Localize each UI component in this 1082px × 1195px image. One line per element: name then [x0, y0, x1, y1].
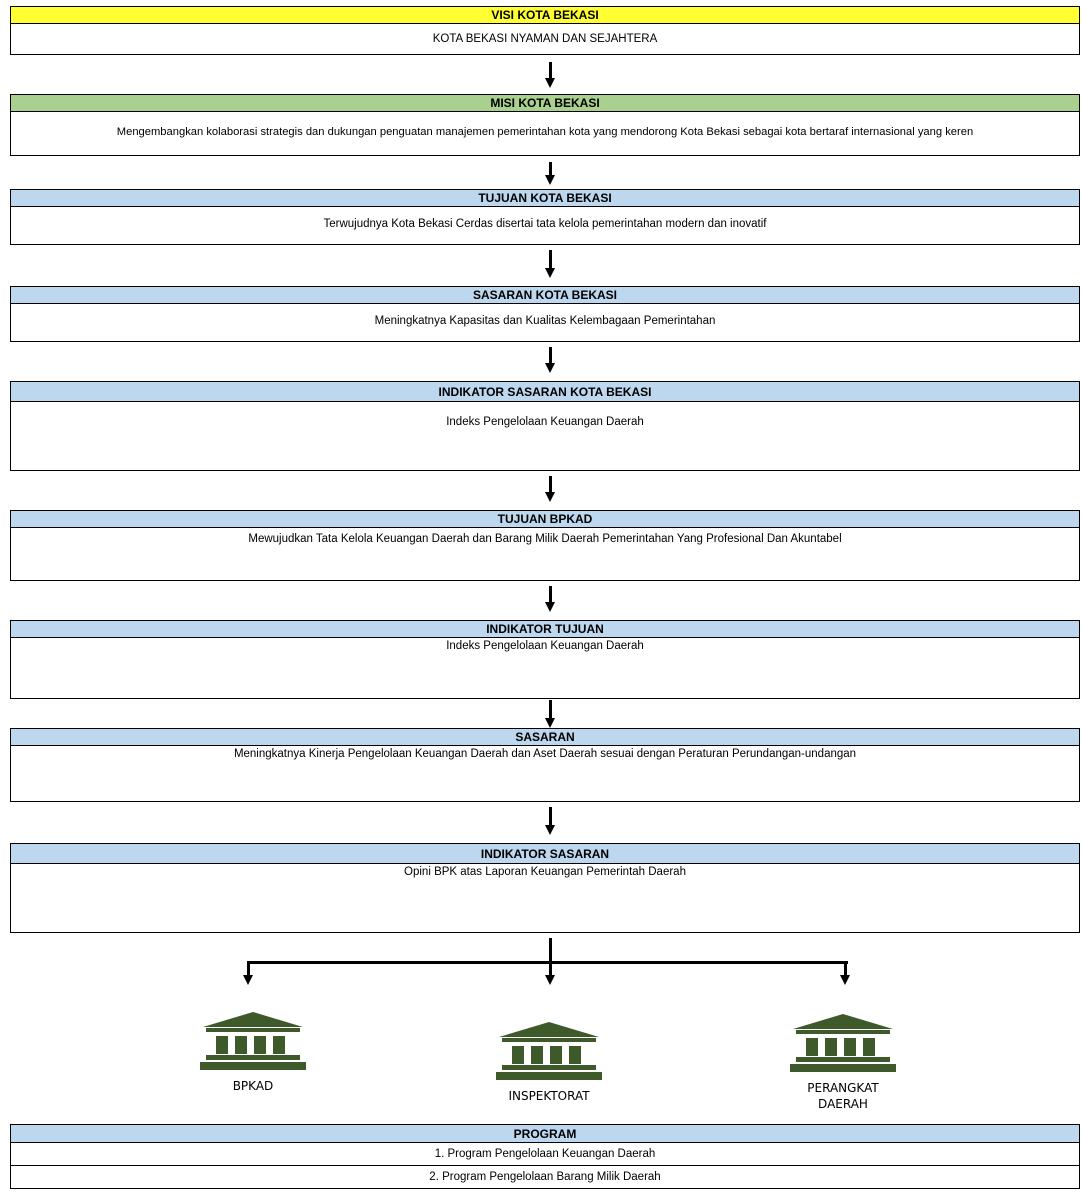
- inspektorat-building-icon: [496, 1022, 602, 1080]
- sasaran-kota-text: Meningkatnya Kapasitas dan Kualitas Kele…: [374, 315, 716, 327]
- misi-box: MISI KOTA BEKASI Mengembangkan kolaboras…: [10, 94, 1080, 156]
- indikator-sasaran-box: INDIKATOR SASARAN Opini BPK atas Laporan…: [10, 843, 1080, 933]
- indikator-sasaran-kota-text: Indeks Pengelolaan Keuangan Daerah: [446, 416, 644, 428]
- sasaran-kota-box: SASARAN KOTA BEKASI Meningkatnya Kapasit…: [10, 286, 1080, 342]
- sasaran-title: SASARAN: [11, 729, 1079, 746]
- arrow-down: [545, 700, 555, 728]
- indikator-tujuan-box: INDIKATOR TUJUAN Indeks Pengelolaan Keua…: [10, 620, 1080, 699]
- arrow-down: [545, 586, 555, 612]
- tujuan-bpkad-text: Mewujudkan Tata Kelola Keuangan Daerah d…: [248, 533, 842, 545]
- sasaran-text: Meningkatnya Kinerja Pengelolaan Keuanga…: [233, 748, 857, 760]
- tujuan-kota-box: TUJUAN KOTA BEKASI Terwujudnya Kota Beka…: [10, 189, 1080, 245]
- program-item: 2. Program Pengelolaan Barang Milik Daer…: [11, 1165, 1079, 1187]
- visi-text: KOTA BEKASI NYAMAN DAN SEJAHTERA: [432, 33, 658, 45]
- arrow-down: [545, 250, 555, 278]
- indikator-sasaran-text: Opini BPK atas Laporan Keuangan Pemerint…: [404, 866, 686, 878]
- arrow-down: [545, 961, 555, 985]
- arrow-down: [545, 347, 555, 373]
- tujuan-kota-title: TUJUAN KOTA BEKASI: [11, 190, 1079, 207]
- indikator-sasaran-title: INDIKATOR SASARAN: [11, 844, 1079, 864]
- arrow-down: [243, 961, 253, 985]
- perangkat-label-line2: DAERAH: [818, 1097, 868, 1111]
- sasaran-kota-title: SASARAN KOTA BEKASI: [11, 287, 1079, 304]
- arrow-down: [545, 62, 555, 88]
- branch-connector: [248, 961, 848, 964]
- perangkat-daerah-label: PERANGKAT DAERAH: [773, 1080, 913, 1112]
- indikator-sasaran-kota-title: INDIKATOR SASARAN KOTA BEKASI: [11, 382, 1079, 402]
- indikator-tujuan-text: Indeks Pengelolaan Keuangan Daerah: [446, 640, 644, 652]
- indikator-tujuan-title: INDIKATOR TUJUAN: [11, 621, 1079, 638]
- bpkad-label: BPKAD: [232, 1079, 274, 1093]
- arrow-down: [840, 961, 850, 985]
- tujuan-bpkad-box: TUJUAN BPKAD Mewujudkan Tata Kelola Keua…: [10, 510, 1080, 581]
- arrow-down: [545, 476, 555, 502]
- misi-text: Mengembangkan kolaborasi strategis dan d…: [116, 126, 974, 138]
- tujuan-bpkad-title: TUJUAN BPKAD: [11, 511, 1079, 528]
- arrow-down: [545, 162, 555, 185]
- sasaran-box: SASARAN Meningkatnya Kinerja Pengelolaan…: [10, 728, 1080, 802]
- perangkat-daerah-building-icon: [790, 1014, 896, 1072]
- program-item: 1. Program Pengelolaan Keuangan Daerah: [434, 1148, 656, 1160]
- program-title: PROGRAM: [11, 1125, 1079, 1143]
- perangkat-label-line1: PERANGKAT: [807, 1081, 879, 1095]
- arrow-down: [545, 807, 555, 835]
- indikator-sasaran-kota-card: INDIKATOR SASARAN KOTA BEKASI Indeks Pen…: [10, 381, 1080, 471]
- arrow-down: [545, 938, 555, 964]
- tujuan-kota-text: Terwujudnya Kota Bekasi Cerdas disertai …: [323, 218, 767, 230]
- program-box: PROGRAM 1. Program Pengelolaan Keuangan …: [10, 1124, 1080, 1189]
- misi-title: MISI KOTA BEKASI: [11, 95, 1079, 112]
- visi-title: VISI KOTA BEKASI: [11, 7, 1079, 24]
- visi-box: VISI KOTA BEKASI KOTA BEKASI NYAMAN DAN …: [10, 6, 1080, 55]
- inspektorat-label: INSPEKTORAT: [508, 1089, 590, 1103]
- bpkad-building-icon: [200, 1012, 306, 1070]
